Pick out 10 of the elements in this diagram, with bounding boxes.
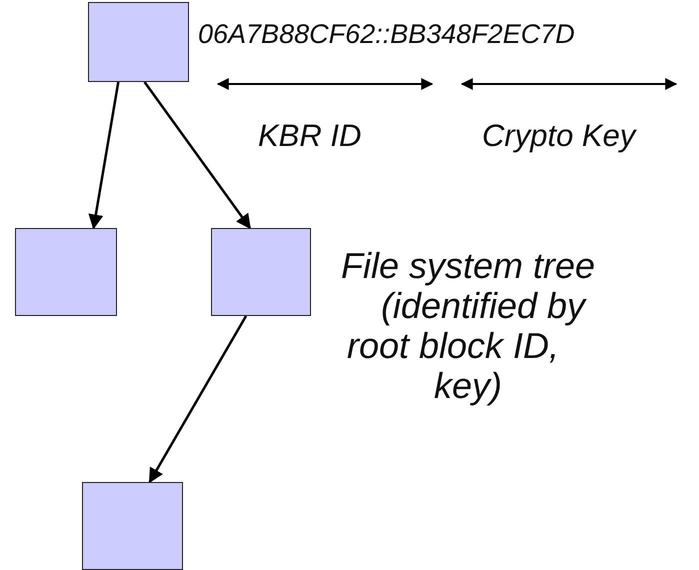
arrow — [88, 82, 120, 230]
field-caption: Crypto Key — [482, 118, 636, 154]
tree-block — [82, 482, 183, 570]
identifier-text: 06A7B88CF62::BB348F2EC7D — [198, 19, 575, 50]
arrow — [144, 81, 252, 230]
tree-block — [211, 228, 311, 316]
field-caption: KBR ID — [258, 118, 362, 154]
tree-description: File system tree (identified by root block ID, key) — [340, 246, 596, 406]
arrow — [148, 315, 248, 484]
tree-block — [15, 228, 117, 316]
